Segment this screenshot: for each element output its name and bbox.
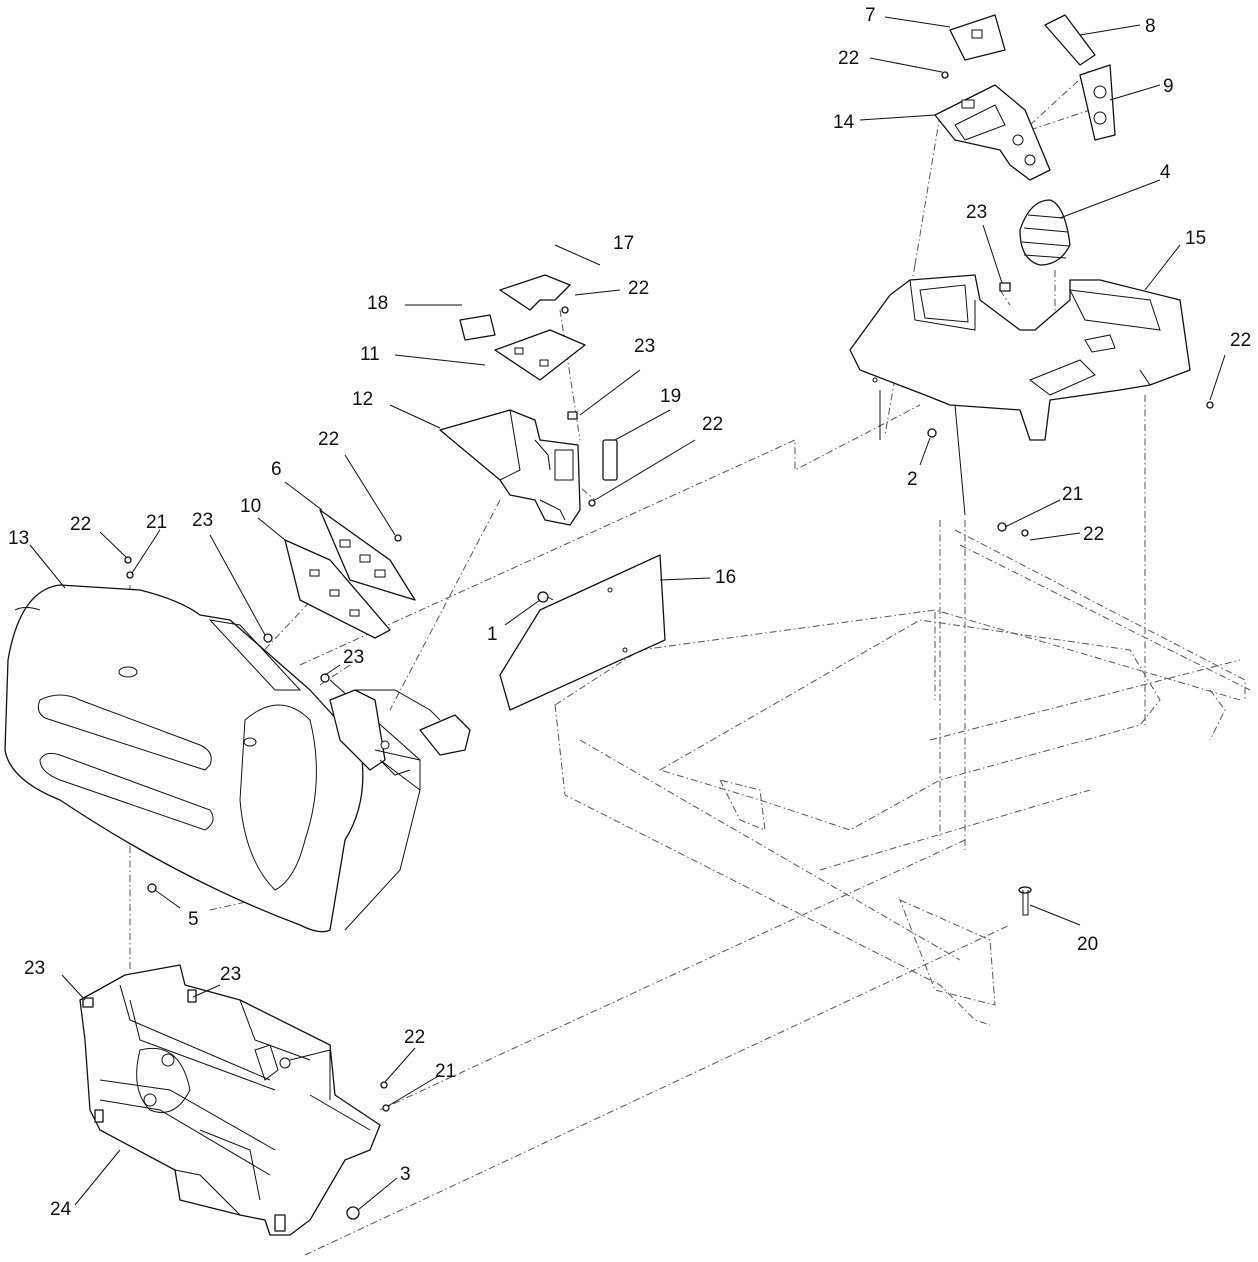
part-13-hood xyxy=(4,584,421,933)
part-4-boot xyxy=(1019,199,1071,266)
part-16-panel xyxy=(499,554,666,711)
callout-labels: 1 2 3 4 5 6 7 8 9 10 11 12 13 14 15 16 1… xyxy=(8,5,1251,1220)
callout-3: 3 xyxy=(400,1164,411,1185)
fasteners xyxy=(82,71,1214,1220)
callout-1: 1 xyxy=(487,624,498,645)
part-11-bracket xyxy=(494,329,586,381)
part-9-plate xyxy=(1079,64,1116,141)
callout-23-a: 23 xyxy=(966,202,987,223)
callout-9: 9 xyxy=(1163,76,1174,97)
part-18-gasket xyxy=(459,314,496,341)
callout-7: 7 xyxy=(865,5,876,26)
callout-22-f: 22 xyxy=(70,514,91,535)
callout-23-f: 23 xyxy=(220,964,241,985)
callout-10: 10 xyxy=(240,496,261,517)
part-14-bracket xyxy=(934,84,1051,181)
part-24-frame xyxy=(79,964,381,1236)
part-19-pad xyxy=(602,439,618,481)
callout-21-c: 21 xyxy=(435,1061,456,1082)
callout-2: 2 xyxy=(907,469,918,490)
callout-14: 14 xyxy=(833,112,855,133)
callout-22-d: 22 xyxy=(702,414,723,435)
callout-23-b: 23 xyxy=(634,336,655,357)
callout-23-c: 23 xyxy=(192,510,213,531)
callout-6: 6 xyxy=(271,459,282,480)
part-1-knob xyxy=(537,591,554,603)
callout-12: 12 xyxy=(352,389,373,410)
callout-4: 4 xyxy=(1160,162,1171,183)
callout-23-d: 23 xyxy=(343,647,364,668)
callout-22-c: 22 xyxy=(1230,330,1251,351)
part-17-cover xyxy=(499,274,571,311)
callout-15: 15 xyxy=(1185,228,1206,249)
callout-22-b: 22 xyxy=(628,278,649,299)
part-10-plate xyxy=(284,539,391,639)
callout-24: 24 xyxy=(50,1199,72,1220)
part-15-console xyxy=(849,274,1191,516)
steering-bracket-assembly xyxy=(329,689,471,776)
callout-22-e: 22 xyxy=(318,429,339,450)
callout-21-b: 21 xyxy=(1062,484,1083,505)
callout-8: 8 xyxy=(1145,16,1156,37)
part-8-decal xyxy=(1044,14,1096,66)
callout-5: 5 xyxy=(188,909,199,930)
callout-22-g: 22 xyxy=(1083,524,1104,545)
callout-19: 19 xyxy=(660,386,681,407)
callout-20: 20 xyxy=(1077,934,1098,955)
callout-16: 16 xyxy=(715,567,736,588)
callout-17: 17 xyxy=(613,233,634,254)
callout-22-h: 22 xyxy=(404,1027,425,1048)
part-20-bolt xyxy=(1018,886,1032,916)
frame-phantom xyxy=(554,529,1251,1026)
part-7-plate xyxy=(949,14,1006,61)
callout-23-e: 23 xyxy=(24,958,45,979)
callout-22-a: 22 xyxy=(838,48,859,69)
callout-13: 13 xyxy=(8,528,29,549)
part-12-cover xyxy=(439,409,581,526)
part-6-plate xyxy=(319,509,416,601)
callout-11: 11 xyxy=(360,344,380,365)
callout-18: 18 xyxy=(367,293,388,314)
leader-lines xyxy=(29,16,1226,1211)
callout-21-a: 21 xyxy=(146,512,167,533)
